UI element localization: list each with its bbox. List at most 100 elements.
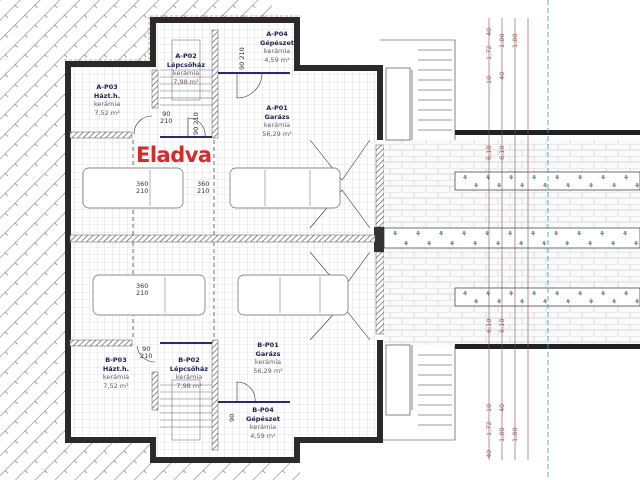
- planted-strip: [454, 287, 640, 307]
- plant-icon: ⚘: [462, 174, 468, 182]
- dimension-text: 1,80: [498, 427, 506, 442]
- plant-icon: ⚘: [554, 174, 560, 182]
- dimension-text: 1,80: [511, 33, 519, 48]
- dimension-text: 40: [485, 27, 493, 36]
- plant-icon: ⚘: [531, 174, 537, 182]
- plant-icon: ⚘: [576, 230, 582, 238]
- car: [82, 167, 184, 209]
- plant-icon: ⚘: [600, 174, 606, 182]
- door-size: 90 210: [192, 112, 200, 135]
- plant-icon: ⚘: [588, 298, 594, 306]
- dimension-text: 40: [485, 449, 493, 458]
- sold-stamp: Eladva: [136, 143, 212, 167]
- car: [237, 274, 349, 316]
- plant-icon: ⚘: [496, 298, 502, 306]
- planted-strip: [383, 227, 640, 249]
- dimension-text: 40: [498, 71, 506, 80]
- plant-icon: ⚘: [426, 240, 432, 248]
- plant-icon: ⚘: [519, 182, 525, 190]
- plant-icon: ⚘: [462, 290, 468, 298]
- plant-icon: ⚘: [588, 182, 594, 190]
- dimension-text: 1,72: [485, 421, 493, 436]
- car: [92, 274, 206, 316]
- plant-icon: ⚘: [553, 230, 559, 238]
- plant-icon: ⚘: [565, 298, 571, 306]
- plant-icon: ⚘: [485, 174, 491, 182]
- staircase: [160, 39, 212, 441]
- door-size: 90 210: [238, 47, 246, 70]
- plant-icon: ⚘: [392, 230, 398, 238]
- outdoor-steps: [380, 39, 456, 441]
- interior-walls: [69, 29, 376, 451]
- plant-icon: ⚘: [472, 240, 478, 248]
- plant-icon: ⚘: [564, 240, 570, 248]
- plant-icon: ⚘: [634, 182, 640, 190]
- plant-icon: ⚘: [508, 290, 514, 298]
- plant-icon: ⚘: [610, 240, 616, 248]
- plant-icon: ⚘: [496, 182, 502, 190]
- plant-icon: ⚘: [599, 230, 605, 238]
- planted-strip: [454, 171, 640, 191]
- dimension-text: 1,80: [511, 427, 519, 442]
- plant-icon: ⚘: [473, 182, 479, 190]
- plant-icon: ⚘: [530, 230, 536, 238]
- plant-icon: ⚘: [485, 290, 491, 298]
- plant-icon: ⚘: [541, 240, 547, 248]
- plant-icon: ⚘: [577, 290, 583, 298]
- plant-icon: ⚘: [495, 240, 501, 248]
- plant-icon: ⚘: [542, 182, 548, 190]
- door-size: 90: [228, 413, 236, 422]
- plant-icon: ⚘: [611, 298, 617, 306]
- plant-icon: ⚘: [634, 298, 640, 306]
- plant-icon: ⚘: [461, 230, 467, 238]
- plant-icon: ⚘: [623, 174, 629, 182]
- plant-icon: ⚘: [577, 174, 583, 182]
- dimension-text: 10: [485, 403, 493, 412]
- plant-icon: ⚘: [565, 182, 571, 190]
- plant-icon: ⚘: [508, 174, 514, 182]
- plant-icon: ⚘: [623, 290, 629, 298]
- dimension-text: 1,80: [498, 33, 506, 48]
- car: [229, 167, 341, 209]
- plant-icon: ⚘: [622, 230, 628, 238]
- plant-icon: ⚘: [484, 230, 490, 238]
- planted-strips: ⚘ ⚘ ⚘ ⚘ ⚘ ⚘ ⚘ ⚘ ⚘ ⚘ ⚘ ⚘ ⚘ ⚘ ⚘ ⚘ ⚘ ⚘ ⚘ ⚘ ⚘ ⚘ ⚘ ⚘ ⚘ ⚘ ⚘ ⚘ ⚘ ⚘ ⚘ ⚘ ⚘ ⚘ ⚘ ⚘ ⚘ ⚘ ⚘ ⚘…: [383, 171, 640, 307]
- plant-icon: ⚘: [531, 290, 537, 298]
- dimension-text: 1,72: [485, 45, 493, 60]
- dimension-text: 6,10: [485, 318, 493, 333]
- plant-icon: ⚘: [403, 240, 409, 248]
- plant-icon: ⚘: [438, 230, 444, 238]
- plant-icon: ⚘: [542, 298, 548, 306]
- dimension-text: 6,10: [498, 145, 506, 160]
- plant-icon: ⚘: [600, 290, 606, 298]
- cars: [82, 167, 349, 316]
- plant-icon: ⚘: [507, 230, 513, 238]
- dimension-text: 6,10: [485, 145, 493, 160]
- plant-icon: ⚘: [611, 182, 617, 190]
- plant-icon: ⚘: [449, 240, 455, 248]
- dimension-text: 6,10: [498, 318, 506, 333]
- plant-icon: ⚘: [518, 240, 524, 248]
- plant-icon: ⚘: [519, 298, 525, 306]
- dimension-text: 10: [485, 75, 493, 84]
- plant-icon: ⚘: [633, 240, 639, 248]
- parking-lines: [132, 140, 215, 338]
- plant-icon: ⚘: [587, 240, 593, 248]
- dimension-lines: [488, 18, 529, 460]
- plant-icon: ⚘: [554, 290, 560, 298]
- dimension-text: 40: [498, 403, 506, 412]
